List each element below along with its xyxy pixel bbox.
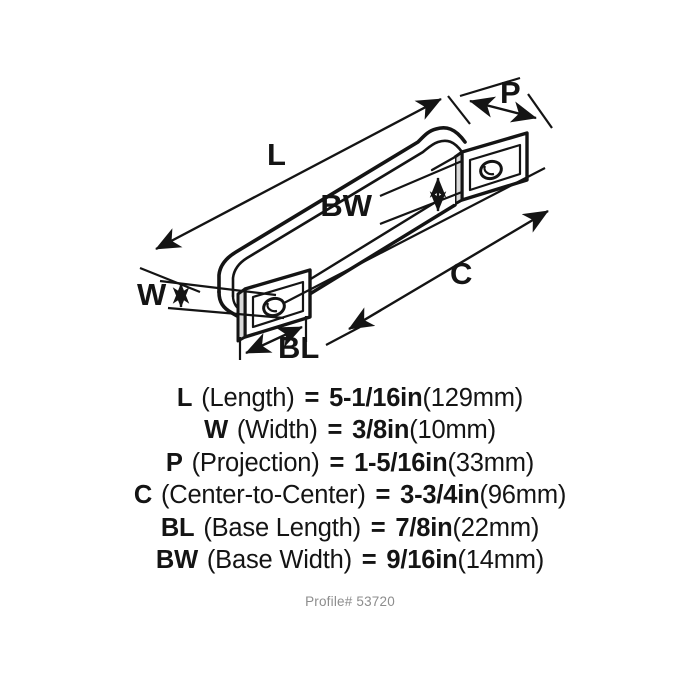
spec-metric-base-width: (14mm) (457, 546, 545, 575)
baselength-dimension-line (245, 325, 303, 355)
spec-eq-width: = (327, 416, 343, 445)
spec-imperial-width: 3/8in (352, 416, 410, 445)
spec-metric-length: (129mm) (422, 384, 524, 412)
spec-desc-projection: (Projection) (191, 448, 320, 477)
handle-isometric-drawing: L P W BW (137, 75, 553, 365)
ctc-extension-far (325, 326, 361, 346)
technical-drawing: L P W BW (137, 75, 553, 365)
dimension-width: W (137, 277, 285, 320)
dimension-projection: P (447, 75, 553, 129)
spec-row-projection: P (Projection) = 1-5/16in(33mm) (0, 447, 700, 479)
spec-code-center-to-center: C (133, 481, 153, 510)
projection-label: P (500, 75, 521, 110)
projection-dimension-line (469, 96, 537, 123)
dimension-center-to-center: C (283, 167, 549, 346)
right-mounting-foot (453, 131, 529, 206)
dimension-length: L (139, 76, 521, 294)
base-width-label: BW (320, 188, 372, 223)
spec-desc-width: (Width) (236, 416, 318, 445)
spec-imperial-center-to-center: 3-3/4in (400, 481, 480, 510)
length-extension-left (139, 266, 201, 294)
ctc-dimension-line (348, 209, 549, 331)
spec-imperial-base-length: 7/8in (395, 513, 453, 542)
spec-metric-center-to-center: (96mm) (479, 481, 567, 510)
profile-number: Profile# 53720 (305, 594, 395, 609)
spec-desc-base-width: (Base Width) (206, 546, 352, 575)
spec-desc-base-length: (Base Length) (203, 513, 361, 542)
spec-metric-base-length: (22mm) (452, 513, 540, 542)
base-length-label: BL (278, 330, 319, 365)
spec-eq-center-to-center: = (375, 481, 391, 510)
spec-desc-center-to-center: (Center-to-Center) (160, 481, 366, 510)
length-extension-right (459, 76, 521, 98)
spec-metric-width: (10mm) (409, 416, 496, 445)
length-label: L (267, 137, 286, 172)
left-foot-screw-shadow (266, 302, 278, 313)
center-to-center-label: C (450, 256, 472, 291)
projection-extension-left (447, 95, 471, 125)
spec-imperial-projection: 1-5/16in (354, 448, 448, 477)
right-foot-side (453, 150, 464, 206)
spec-row-length: L (Length) = 5-1/16in(129mm) (0, 382, 700, 414)
width-extension-bottom (167, 306, 285, 320)
spec-imperial-length: 5-1/16in (329, 384, 423, 412)
spec-row-center-to-center: C (Center-to-Center) = 3-3/4in(96mm) (0, 479, 700, 511)
specification-list: L (Length) = 5-1/16in(129mm) W (Width) =… (0, 382, 700, 576)
length-dimension-line (155, 97, 442, 251)
spec-eq-projection: = (329, 448, 345, 477)
spec-code-base-width: BW (155, 546, 198, 575)
right-foot-screw-hole (479, 159, 503, 181)
right-foot-screw-shadow (483, 165, 495, 176)
spec-code-projection: P (165, 448, 183, 477)
projection-extension-right (527, 93, 553, 129)
spec-imperial-base-width: 9/16in (386, 546, 458, 575)
left-mounting-foot (236, 268, 312, 343)
spec-row-base-length: BL (Base Length) = 7/8in(22mm) (0, 512, 700, 544)
spec-metric-projection: (33mm) (447, 448, 535, 477)
spec-eq-base-length: = (370, 513, 386, 542)
left-foot-screw-hole (262, 296, 286, 318)
dimension-base-length: BL (238, 316, 319, 365)
basewidth-extension-top (379, 159, 463, 198)
spec-code-length: L (176, 384, 193, 412)
spec-eq-length: = (304, 384, 320, 412)
spec-desc-length: (Length) (201, 384, 295, 412)
width-label: W (137, 277, 167, 312)
spec-code-width: W (204, 416, 228, 445)
spec-eq-base-width: = (361, 546, 377, 575)
spec-code-base-length: BL (160, 513, 195, 542)
handle-body (217, 126, 529, 343)
spec-row-base-width: BW (Base Width) = 9/16in(14mm) (0, 544, 700, 576)
spec-row-width: W (Width) = 3/8in(10mm) (0, 414, 700, 446)
